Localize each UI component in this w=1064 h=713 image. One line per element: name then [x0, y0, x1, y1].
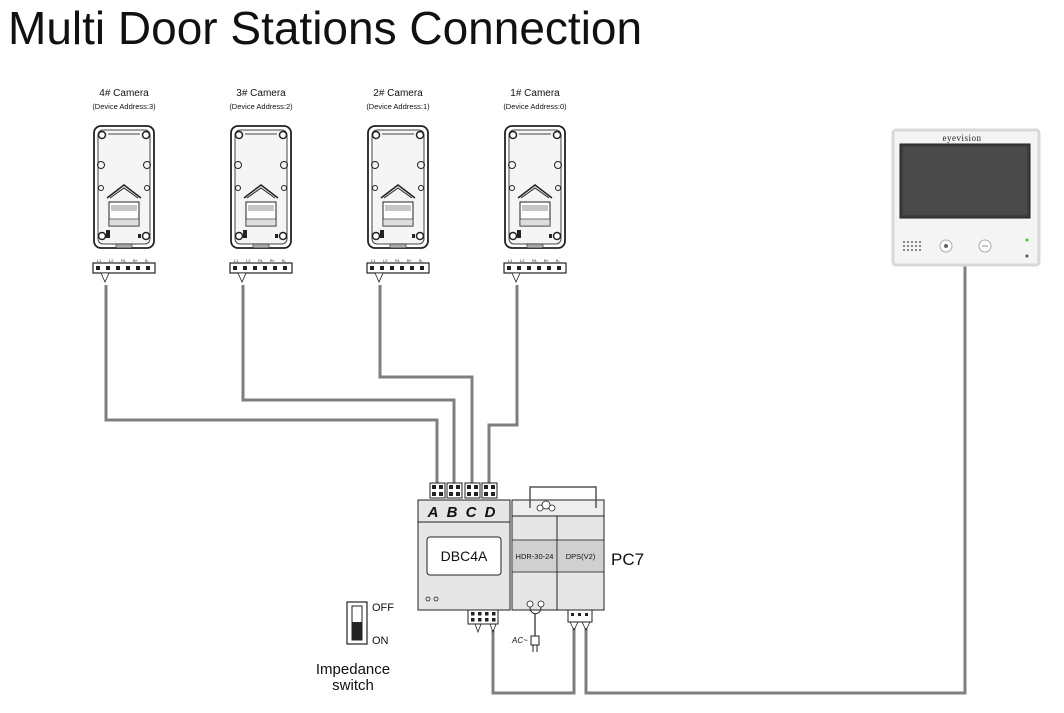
terminal-label: L1: [508, 258, 513, 263]
terminal-label: RL: [395, 258, 401, 263]
dps-module-label: DPS(V2): [566, 552, 596, 561]
impedance-off-label: OFF: [372, 602, 394, 614]
speaker-grille: [903, 241, 921, 251]
dbc4a-label: DBC4A: [441, 548, 488, 564]
wire-camera-1: [487, 285, 519, 485]
camera-address: (Device Address:0): [503, 102, 567, 111]
pc7-label: PC7: [611, 550, 644, 569]
wire-camera-3: [241, 285, 456, 485]
terminal-label: L2: [246, 258, 251, 263]
port-label-d: D: [485, 504, 496, 521]
pc7-power-unit: HDR-30-24 DPS(V2) AC~ PC7: [511, 486, 644, 652]
terminal-label: B-: [145, 258, 150, 263]
indoor-monitor: eyevision: [891, 128, 1041, 267]
terminal-label: L1: [371, 258, 376, 263]
monitor-brand: eyevision: [943, 133, 982, 143]
terminal-label: RL: [532, 258, 538, 263]
dbc4a-display: [426, 536, 502, 576]
terminal-label: L2: [109, 258, 114, 263]
camera-address: (Device Address:1): [366, 102, 430, 111]
pc7-output-terminal: [567, 609, 593, 631]
wires: [104, 264, 967, 695]
terminal-label: L1: [97, 258, 102, 263]
terminal-label: L2: [383, 258, 388, 263]
terminal-label: RL: [258, 258, 264, 263]
impedance-switch: OFF ON Impedance switch: [316, 601, 394, 694]
impedance-label-line1: Impedance: [316, 661, 390, 678]
wire-dbc4a-to-pc7: [491, 628, 576, 695]
camera-name: 4# Camera: [99, 88, 149, 99]
terminal-label: B-: [282, 258, 287, 263]
camera-4: 4# Camera (Device Address:3) L1 L2 RL B+ B-: [92, 88, 156, 283]
camera-1: 1# Camera (Device Address:0) L1 L2 RL B+ B-: [503, 88, 567, 283]
camera-name: 2# Camera: [373, 88, 423, 99]
wire-pc7-to-monitor: [584, 264, 967, 695]
hdr-supply-label: HDR-30-24: [516, 552, 554, 561]
camera-3: 3# Camera (Device Address:2) L1 L2 RL B+ B-: [229, 88, 293, 283]
camera-terminal-strip: [229, 262, 293, 274]
camera-name: 1# Camera: [510, 88, 560, 99]
camera-address: (Device Address:2): [229, 102, 293, 111]
dps-module-panel: [556, 539, 605, 573]
impedance-label-line2: switch: [332, 677, 374, 694]
dbc4a-top-terminals: [429, 482, 498, 499]
dbc4a-distributor: DBC4A A B C D: [417, 482, 511, 634]
terminal-label: B+: [270, 258, 276, 263]
camera-terminal-strip: [503, 262, 567, 274]
terminal-label: L2: [520, 258, 525, 263]
terminal-label: B-: [556, 258, 561, 263]
camera-2: 2# Camera (Device Address:1) L1 L2 RL B+ B-: [366, 88, 430, 283]
port-label-b: B: [447, 504, 458, 521]
terminal-label: RL: [121, 258, 127, 263]
terminal-label: L1: [234, 258, 239, 263]
dbc4a-bottom-terminal: [467, 609, 499, 634]
wire-camera-4: [104, 285, 439, 485]
camera-terminal-strip: [92, 262, 156, 274]
terminal-label: B+: [407, 258, 413, 263]
camera-terminal-strip: [366, 262, 430, 274]
port-label-c: C: [466, 504, 478, 521]
wire-camera-2: [378, 285, 474, 485]
ac-label: AC~: [511, 636, 528, 645]
terminal-label: B+: [544, 258, 550, 263]
page-title: Multi Door Stations Connection: [8, 2, 643, 54]
camera-name: 3# Camera: [236, 88, 286, 99]
impedance-on-label: ON: [372, 635, 389, 647]
terminal-label: B+: [133, 258, 139, 263]
camera-address: (Device Address:3): [92, 102, 156, 111]
port-label-a: A: [427, 504, 439, 521]
terminal-label: B-: [419, 258, 424, 263]
